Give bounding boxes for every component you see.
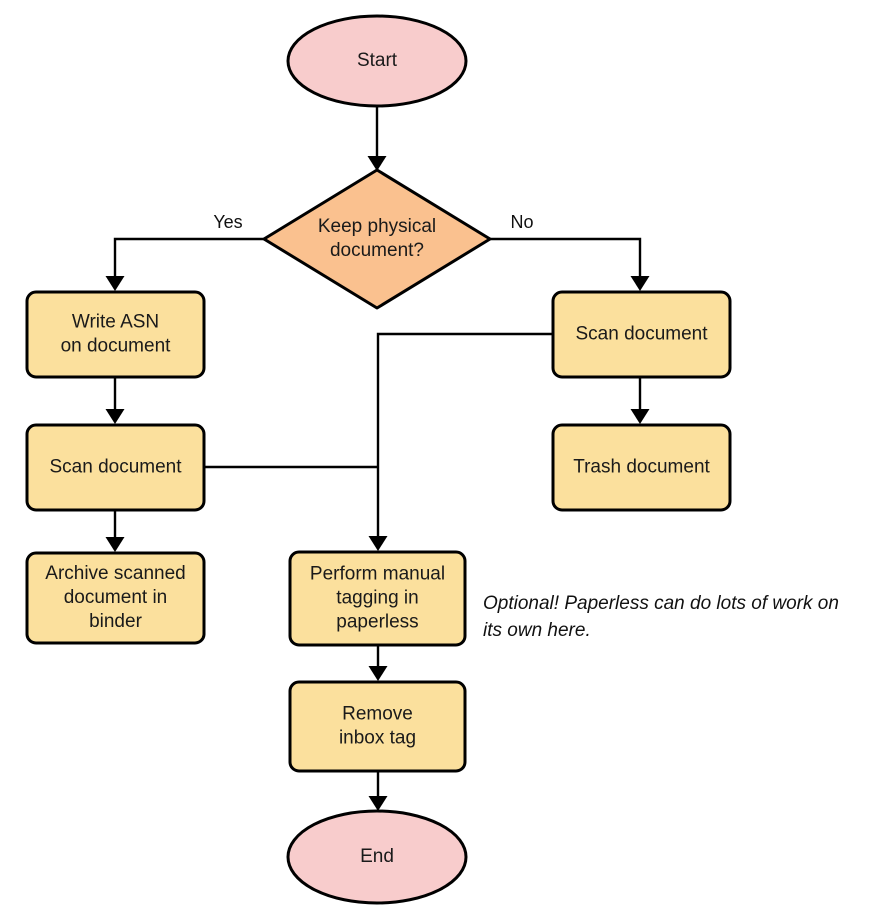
arrow-head-icon — [367, 156, 387, 171]
edge-manual-tagging-to-remove-inbox — [368, 645, 388, 681]
process-shape — [288, 680, 467, 773]
arrow-head-icon — [368, 796, 388, 811]
node-label: Start — [357, 50, 398, 71]
node-scan-document-right[interactable]: Scan document — [551, 290, 732, 379]
arrow-head-icon — [630, 409, 650, 424]
node-scan-document-left[interactable]: Scan document — [25, 423, 206, 512]
node-trash-document[interactable]: Trash document — [551, 423, 732, 512]
edge-write-asn-to-scan-left — [105, 377, 125, 424]
annotation-optional-note: Optional! Paperless can do lots of work … — [483, 593, 839, 641]
arrow-head-icon — [105, 409, 125, 424]
node-start[interactable]: Start — [286, 14, 468, 108]
annotations-layer: Optional! Paperless can do lots of work … — [483, 593, 839, 641]
edge-decision-no-to-scan-right: No — [490, 212, 650, 291]
edge-remove-inbox-to-end — [368, 771, 388, 811]
edge-line — [490, 237, 642, 284]
terminator-shape — [286, 14, 468, 108]
arrow-head-icon — [368, 666, 388, 681]
process-shape — [25, 423, 206, 512]
edge-line — [113, 237, 264, 284]
process-shape — [288, 550, 467, 647]
edges-layer: Yes No — [105, 106, 650, 811]
edge-label-yes: Yes — [213, 212, 242, 232]
arrow-head-icon — [105, 276, 125, 291]
edge-scan-right-to-trash — [630, 377, 650, 424]
terminator-shape — [286, 809, 468, 905]
edge-label-no: No — [510, 212, 533, 232]
process-shape — [551, 423, 732, 512]
edge-line — [376, 332, 553, 544]
process-shape — [25, 290, 206, 379]
process-shape — [25, 551, 206, 645]
process-shape — [551, 290, 732, 379]
edge-decision-yes-to-write-asn: Yes — [105, 212, 264, 291]
arrow-head-icon — [105, 537, 125, 552]
node-label: End — [360, 846, 394, 867]
arrow-head-icon — [630, 276, 650, 291]
node-label: Trash document — [573, 457, 710, 478]
node-label: Scan document — [575, 324, 708, 345]
decision-shape — [262, 168, 492, 310]
node-label: Scan document — [49, 457, 182, 478]
edge-scan-right-to-manual-tagging — [368, 332, 553, 551]
edge-start-to-decision — [367, 106, 387, 171]
node-end[interactable]: End — [286, 809, 468, 905]
edge-scan-left-to-archive — [105, 510, 125, 552]
arrow-head-icon — [368, 536, 388, 551]
